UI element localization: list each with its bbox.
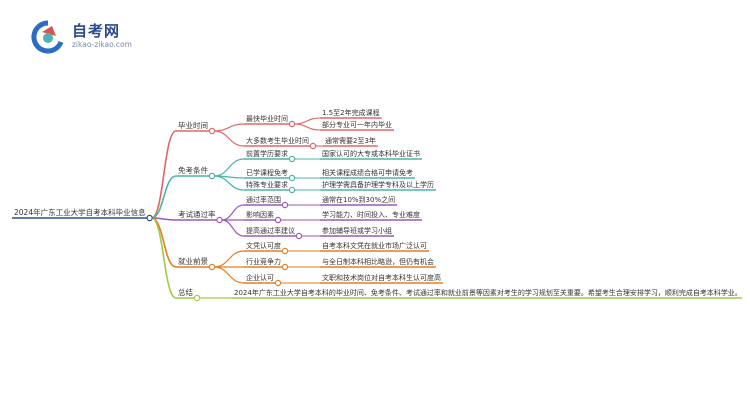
summary-text[interactable]: 2024年广东工业大学自考本科的毕业时间、免考条件、考试通过率和就业前景等因素对… bbox=[234, 288, 742, 297]
child-1-1[interactable]: 已学课程免考 bbox=[246, 168, 288, 177]
child-2-0[interactable]: 通过率范围 bbox=[246, 195, 281, 204]
child-3-0[interactable]: 文凭认可度 bbox=[246, 241, 281, 250]
leaf-0-0-0[interactable]: 1.5至2年完成课程 bbox=[322, 108, 380, 117]
leaf-2-1-0[interactable]: 学习能力、时间投入、专业难度 bbox=[322, 210, 420, 219]
branch-2[interactable]: 考试通过率 bbox=[178, 209, 216, 219]
mind-map-nodes: 2024年广东工业大学自考本科毕业信息 毕业时间 最快毕业时间 1.5至2年完成课程部… bbox=[12, 108, 742, 302]
link-child-0-0-leaf-0 bbox=[293, 117, 321, 125]
child-0-0-connector bbox=[288, 120, 296, 128]
branch-0[interactable]: 毕业时间 bbox=[178, 120, 208, 130]
leaf-0-0-1[interactable]: 部分专业可一年内毕业 bbox=[322, 120, 392, 129]
leaf-3-2-0[interactable]: 文职和技术岗位对自考本科生认可度高 bbox=[322, 273, 441, 282]
link-branch-2-child-2 bbox=[221, 219, 245, 237]
child-0-1-connector bbox=[309, 142, 317, 150]
child-2-2[interactable]: 提高通过率建议 bbox=[246, 226, 295, 235]
child-1-0[interactable]: 前置学历要求 bbox=[246, 149, 288, 158]
child-1-1-connector bbox=[288, 174, 296, 182]
site-logo[interactable]: 自考网 zikao-zikao.com bbox=[30, 18, 170, 58]
child-3-2[interactable]: 企业认可 bbox=[246, 273, 274, 282]
leaf-1-2-0[interactable]: 护理学需具备护理学专科及以上学历 bbox=[322, 180, 434, 189]
logo-icon bbox=[31, 20, 64, 54]
link-root-branch-4 bbox=[151, 217, 177, 299]
child-1-2[interactable]: 特殊专业要求 bbox=[246, 180, 288, 189]
leaf-2-0-0[interactable]: 通常在10%到30%之间 bbox=[322, 195, 395, 204]
link-child-0-0-leaf-1 bbox=[293, 123, 321, 131]
logo-title: 自考网 bbox=[72, 22, 121, 40]
branch-3-connector bbox=[208, 263, 216, 271]
branch-1-connector bbox=[208, 172, 216, 180]
link-root-branch-0 bbox=[151, 130, 177, 219]
leaf-0-1-0[interactable]: 通常需要2至3年 bbox=[325, 136, 376, 145]
mind-map-links bbox=[151, 117, 323, 299]
branch-2-connector bbox=[216, 216, 223, 224]
logo-domain: zikao-zikao.com bbox=[72, 40, 132, 49]
root-node[interactable]: 2024年广东工业大学自考本科毕业信息 bbox=[14, 207, 146, 217]
link-branch-1-child-2 bbox=[213, 175, 245, 191]
child-3-1[interactable]: 行业竞争力 bbox=[246, 257, 281, 266]
child-2-1-connector bbox=[274, 216, 282, 224]
child-2-0-connector bbox=[281, 201, 289, 209]
link-root-branch-1 bbox=[151, 175, 177, 219]
link-branch-3-child-0 bbox=[213, 250, 245, 268]
link-branch-0-child-0 bbox=[213, 123, 245, 132]
branch-0-connector bbox=[208, 127, 216, 135]
child-3-0-connector bbox=[281, 247, 289, 255]
link-branch-1-child-0 bbox=[213, 158, 245, 177]
branch-4-connector bbox=[193, 294, 201, 302]
link-branch-2-child-0 bbox=[221, 204, 245, 221]
branch-1[interactable]: 免考条件 bbox=[178, 165, 208, 175]
link-branch-0-child-1 bbox=[213, 130, 245, 147]
leaf-3-1-0[interactable]: 与全日制本科相比略逊，但仍有机会 bbox=[322, 257, 434, 266]
branch-4[interactable]: 总结 bbox=[178, 287, 193, 297]
leaf-1-1-0[interactable]: 相关课程成绩合格可申请免考 bbox=[322, 168, 413, 177]
child-2-1[interactable]: 影响因素 bbox=[246, 210, 274, 219]
child-0-1[interactable]: 大多数考生毕业时间 bbox=[246, 136, 309, 145]
child-3-1-connector bbox=[281, 263, 289, 271]
child-1-2-connector bbox=[288, 186, 296, 194]
child-3-2-connector bbox=[274, 279, 282, 287]
child-2-2-connector bbox=[295, 232, 303, 240]
leaf-2-2-0[interactable]: 参加辅导班或学习小组 bbox=[322, 226, 392, 235]
leaf-1-0-0[interactable]: 国家认可的大专或本科毕业证书 bbox=[322, 149, 420, 158]
leaf-3-0-0[interactable]: 自考本科文凭在就业市场广泛认可 bbox=[322, 241, 427, 250]
child-1-0-connector bbox=[288, 155, 296, 163]
root-connector bbox=[146, 214, 153, 222]
link-branch-3-child-2 bbox=[213, 266, 245, 284]
child-0-0[interactable]: 最快毕业时间 bbox=[246, 114, 288, 123]
branch-3[interactable]: 就业前景 bbox=[178, 256, 208, 266]
